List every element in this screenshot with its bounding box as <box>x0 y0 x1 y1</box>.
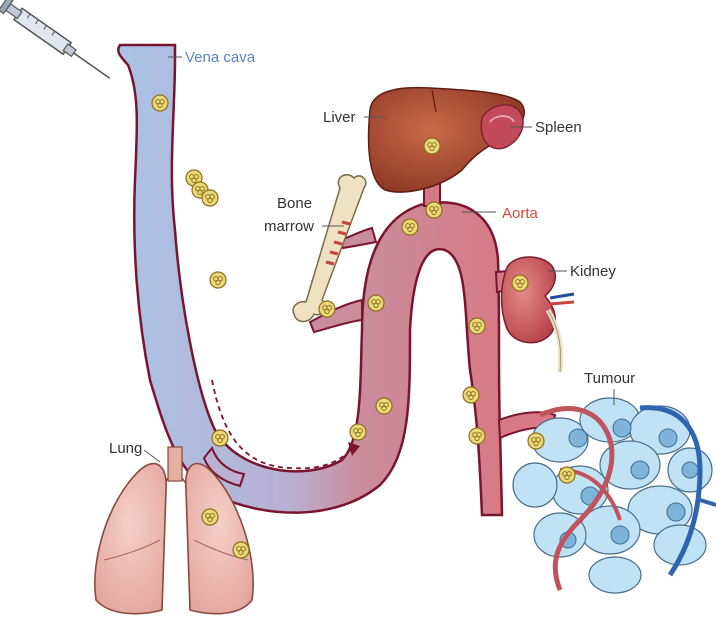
label-vena-cava: Vena cava <box>185 49 256 66</box>
nanoparticle-icon <box>528 433 544 449</box>
nanoparticle-icon <box>559 467 575 483</box>
tumour-cell <box>589 557 641 593</box>
tumour-nucleus <box>659 429 677 447</box>
nanoparticle-icon <box>210 272 226 288</box>
label-bone-marrow-line1: Bone <box>277 195 312 212</box>
tumour-icon <box>513 398 716 593</box>
label-spleen: Spleen <box>535 119 582 136</box>
kidney-icon <box>502 257 575 372</box>
nanoparticle-icon <box>469 428 485 444</box>
tumour-nucleus <box>682 462 698 478</box>
tumour-nucleus <box>631 461 649 479</box>
nanoparticle-icon <box>152 95 168 111</box>
nanoparticle-icon <box>350 424 366 440</box>
nanoparticle-icon <box>319 301 335 317</box>
label-aorta: Aorta <box>502 205 539 222</box>
label-kidney: Kidney <box>570 263 616 280</box>
label-liver: Liver <box>323 109 356 126</box>
nanoparticle-icon <box>202 509 218 525</box>
nanoparticle-icon <box>368 295 384 311</box>
tumour-nucleus <box>667 503 685 521</box>
label-bone-marrow-line2: marrow <box>264 218 314 235</box>
nanoparticle-icon <box>426 202 442 218</box>
tumour-vein <box>700 500 716 505</box>
syringe-icon <box>0 0 114 85</box>
label-lung: Lung <box>109 440 142 457</box>
tumour-nucleus <box>569 429 587 447</box>
nanoparticle-icon <box>512 275 528 291</box>
label-tumour: Tumour <box>584 370 635 387</box>
nanoparticle-icon <box>402 219 418 235</box>
tumour-nucleus <box>613 419 631 437</box>
nanoparticle-icon <box>376 398 392 414</box>
tumour-cell <box>513 463 557 507</box>
nanoparticle-icon <box>463 387 479 403</box>
nanoparticle-icon <box>212 430 228 446</box>
tumour-nucleus <box>611 526 629 544</box>
nanoparticle-icon <box>202 190 218 206</box>
nanoparticle-icon <box>424 138 440 154</box>
nanoparticle-icon <box>469 318 485 334</box>
nanoparticle-icon <box>233 542 249 558</box>
